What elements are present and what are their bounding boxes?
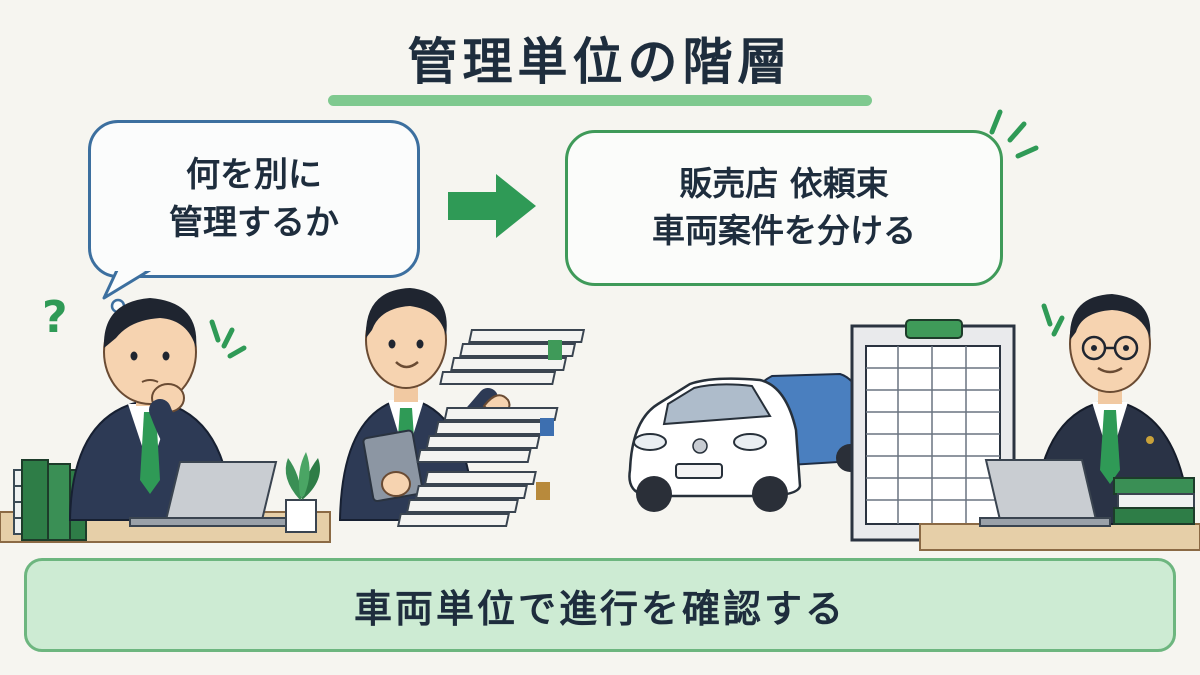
title-underline <box>328 95 872 106</box>
question-mark-icon: ? <box>42 292 68 343</box>
page-title: 管理単位の階層 <box>407 33 793 91</box>
document-stacks-icon <box>396 329 586 527</box>
potted-plant-icon <box>285 452 320 533</box>
speech-bubble-question: 何を別に 管理するか <box>88 120 420 278</box>
arrow-right-icon <box>448 174 536 238</box>
bubble-answer-line-1: 販売店 依頼束 <box>679 164 889 204</box>
bubble-answer-line-2: 車両案件を分ける <box>652 211 916 250</box>
bubble-question-line-1: 何を別に <box>186 154 322 195</box>
clipboard-table-icon <box>850 319 1016 542</box>
bubble-question-line-2: 管理するか <box>169 203 339 243</box>
binder-stack-icon <box>13 459 87 541</box>
book-stack-icon <box>1113 477 1195 525</box>
summary-banner: 車両単位で進行を確認する <box>24 558 1176 652</box>
laptop-right-icon <box>979 459 1111 527</box>
speech-bubble-answer: 販売店 依頼束 車両案件を分ける <box>565 130 1003 286</box>
right-desk <box>919 523 1200 551</box>
